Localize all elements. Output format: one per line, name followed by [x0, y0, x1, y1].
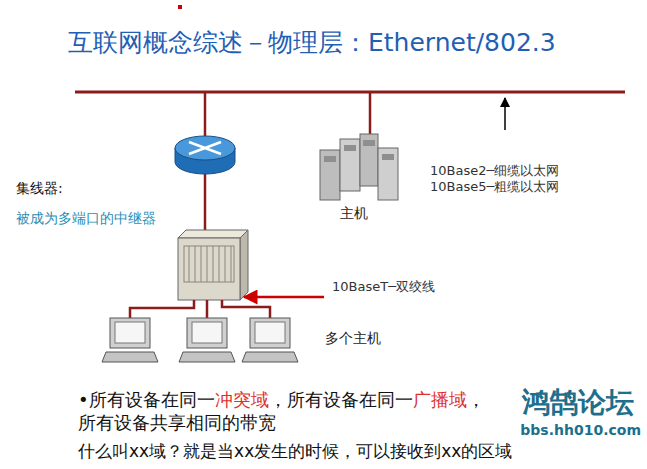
slide-title: 互联网概念综述－物理层：Ethernet/802.3 — [68, 26, 556, 59]
bullet-text: •所有设备在同一 — [78, 389, 215, 410]
router-top — [175, 136, 235, 160]
router-arrow — [189, 142, 221, 154]
callout-arrow — [244, 296, 324, 299]
keyboard — [242, 352, 298, 362]
monitor — [250, 318, 290, 348]
drop-cable — [204, 168, 207, 232]
hub-side — [240, 230, 248, 300]
server-tower — [340, 139, 360, 191]
question-text: 什么叫xx域？就是当xx发生的时候，可以接收到xx的区域 — [78, 440, 512, 463]
server-slot — [324, 156, 336, 162]
screen — [255, 322, 285, 343]
device-label: 主机 — [340, 205, 368, 223]
device-note: 被成为多端口的中继器 — [16, 210, 156, 228]
computer — [179, 318, 235, 362]
device-label: 多个主机 — [325, 330, 381, 348]
highlight-term: 冲突域 — [215, 389, 269, 410]
router-arrow — [189, 142, 221, 154]
twisted-pair — [222, 300, 270, 318]
computer — [242, 318, 298, 362]
cable-type: 10BaseT─双绞线 — [332, 278, 435, 296]
server-tower — [360, 134, 378, 186]
highlight-term: 广播域 — [413, 389, 467, 410]
watermark: 鸿鹄论坛 — [522, 384, 634, 422]
server-slot — [382, 154, 394, 160]
bullet-text: ，所有设备在同一 — [269, 389, 413, 410]
computer — [102, 318, 158, 362]
callout-arrow — [504, 98, 506, 130]
cable-type: 10Base5─粗缆以太网 — [430, 178, 559, 196]
keyboard — [102, 352, 158, 362]
monitor — [187, 318, 227, 348]
keyboard — [179, 352, 235, 362]
server-slot — [363, 140, 375, 146]
server-tower — [320, 150, 340, 200]
device-label: 集线器: — [16, 180, 63, 198]
bullet-paragraph: •所有设备在同一冲突域，所有设备在同一广播域，所有设备共享相同的带宽 — [78, 388, 488, 434]
bus-cable — [75, 91, 625, 94]
screen — [192, 322, 222, 343]
monitor — [110, 318, 150, 348]
drop-cable — [369, 92, 372, 134]
hub-front — [178, 238, 240, 300]
hub-top — [178, 230, 248, 238]
red-mark — [178, 5, 182, 9]
server-tower — [378, 148, 398, 200]
drop-cable — [204, 92, 207, 140]
server-slot — [344, 145, 356, 151]
twisted-pair — [206, 300, 209, 318]
hub-ports — [184, 246, 234, 282]
watermark: bbs.hh010.com — [520, 422, 641, 438]
twisted-pair — [130, 300, 194, 318]
screen — [115, 322, 145, 343]
cable-type: 10Base2─细缆以太网 — [430, 162, 559, 180]
